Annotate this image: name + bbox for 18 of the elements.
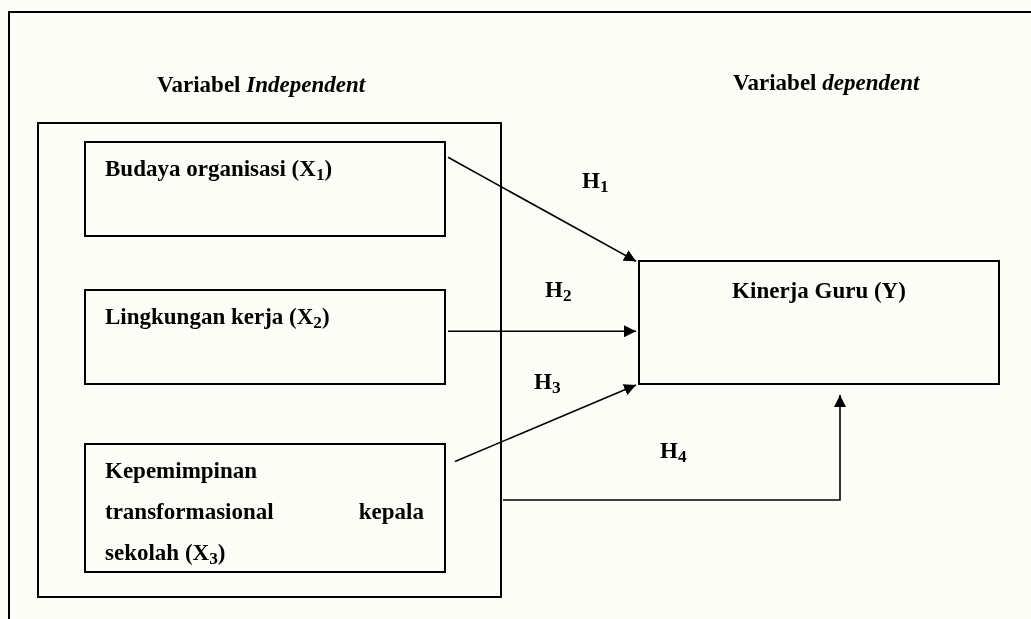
variable-box (84, 443, 446, 573)
variable-label: Kepemimpinan transformasional kepala sekolah (X$_{3}$) (105, 457, 424, 571)
variable-label: Kinerja Guru (Y) (731, 277, 907, 305)
edge-label: H$_{3}$ (534, 368, 561, 400)
variable-label: Lingkungan kerja (X$_{2}$) (105, 303, 331, 335)
arrow (447, 156, 637, 263)
group-heading: Variabel dependent (733, 69, 920, 97)
variable-label: Budaya organisasi (X$_{1}$) (105, 155, 334, 187)
edge-label: H$_{4}$ (660, 437, 687, 469)
arrow (502, 394, 846, 501)
arrow (454, 384, 637, 463)
variable-box (84, 289, 446, 385)
group-heading: Variabel Independent (157, 71, 366, 99)
variable-box (84, 141, 446, 237)
edge-label: H$_{2}$ (545, 276, 572, 308)
variable-box (638, 260, 1000, 385)
arrow (447, 325, 637, 338)
edge-label: H$_{1}$ (582, 167, 609, 199)
